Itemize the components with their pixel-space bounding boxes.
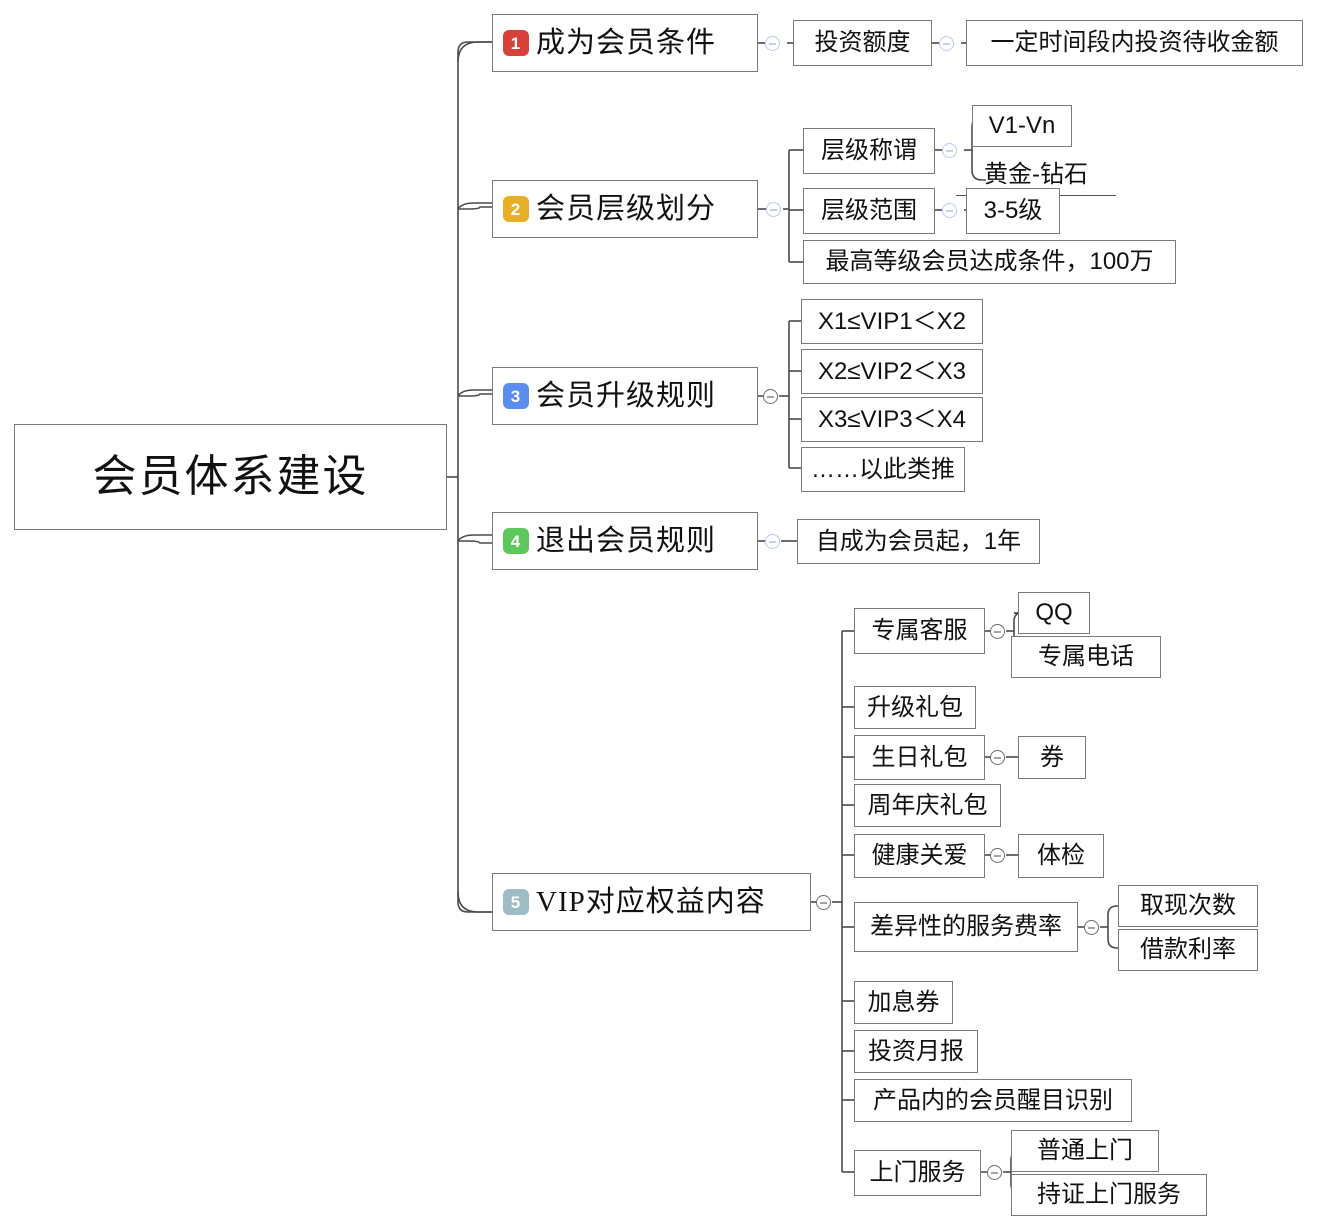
root-label: 会员体系建设	[92, 452, 369, 501]
node-label: 差异性的服务费率	[870, 913, 1062, 940]
node-pending-amount-in-period[interactable]: 一定时间段内投资待收金额	[966, 20, 1303, 66]
node-label: 投资额度	[814, 29, 911, 56]
branch-badge-3: 3	[503, 383, 529, 409]
node-label: 持证上门服务	[1037, 1181, 1181, 1208]
collapse-toggle-dedicated-support[interactable]	[990, 624, 1005, 639]
branch-node-4[interactable]: 4 退出会员规则	[492, 512, 758, 570]
node-label: 专属客服	[871, 617, 968, 644]
branch-label-2: 会员层级划分	[536, 192, 717, 225]
node-label: 层级称谓	[821, 137, 917, 164]
node-label: V1-Vn	[988, 112, 1056, 139]
node-anniversary-gift[interactable]: 周年庆礼包	[854, 784, 1001, 827]
node-label: 产品内的会员醒目识别	[873, 1086, 1113, 1114]
collapse-toggle-tier-naming[interactable]	[942, 143, 957, 158]
node-label: ……以此类推	[811, 455, 955, 483]
branch-label-3: 会员升级规则	[536, 379, 717, 412]
node-3-to-5-levels[interactable]: 3-5级	[966, 188, 1060, 234]
collapse-toggle-branch-2[interactable]	[766, 202, 781, 217]
branch-badge-2: 2	[503, 196, 529, 222]
node-birthday-gift[interactable]: 生日礼包	[854, 735, 985, 780]
branch-node-2[interactable]: 2 会员层级划分	[492, 180, 758, 238]
node-monthly-investment-report[interactable]: 投资月报	[854, 1030, 978, 1073]
collapse-toggle-investment-quota[interactable]	[939, 36, 954, 51]
node-and-so-on[interactable]: ……以此类推	[801, 447, 965, 492]
node-label: 投资月报	[868, 1037, 964, 1065]
node-label: 借款利率	[1140, 936, 1236, 963]
node-interest-boost-coupon[interactable]: 加息券	[854, 981, 953, 1024]
node-withdrawal-count[interactable]: 取现次数	[1118, 885, 1258, 927]
branch-badge-1: 1	[503, 30, 529, 56]
collapse-toggle-branch-5[interactable]	[816, 895, 831, 910]
collapse-toggle-birthday-gift[interactable]	[990, 750, 1005, 765]
branch-node-1[interactable]: 1 成为会员条件	[492, 14, 758, 72]
collapse-toggle-branch-3[interactable]	[763, 389, 778, 404]
node-regular-visit[interactable]: 普通上门	[1011, 1130, 1159, 1172]
node-label: X1≤VIP1＜X2	[818, 307, 966, 335]
branch-label-1: 成为会员条件	[536, 26, 717, 59]
node-top-tier-condition[interactable]: 最高等级会员达成条件，100万	[803, 240, 1176, 284]
collapse-toggle-branch-4[interactable]	[765, 534, 780, 549]
node-qq[interactable]: QQ	[1018, 592, 1090, 634]
branch-label-4: 退出会员规则	[536, 524, 717, 557]
node-label: 专属电话	[1038, 643, 1134, 670]
node-upgrade-gift[interactable]: 升级礼包	[854, 686, 976, 729]
node-in-product-member-identity[interactable]: 产品内的会员醒目识别	[854, 1079, 1132, 1122]
node-label: 健康关爱	[871, 842, 968, 869]
node-dedicated-phone[interactable]: 专属电话	[1011, 636, 1161, 678]
branch-node-5[interactable]: 5 VIP对应权益内容	[492, 873, 811, 931]
node-label: 普通上门	[1037, 1137, 1133, 1164]
node-vip2-rule[interactable]: X2≤VIP2＜X3	[801, 349, 983, 394]
collapse-toggle-branch-1[interactable]	[765, 36, 780, 51]
node-vip1-rule[interactable]: X1≤VIP1＜X2	[801, 299, 983, 344]
node-label: 券	[1040, 743, 1064, 771]
node-vip3-rule[interactable]: X3≤VIP3＜X4	[801, 397, 983, 442]
node-v1-vn[interactable]: V1-Vn	[972, 105, 1072, 147]
node-label: 黄金-钻石	[984, 160, 1088, 188]
node-one-year-from-join[interactable]: 自成为会员起，1年	[797, 519, 1040, 564]
node-label: 一定时间段内投资待收金额	[990, 29, 1279, 56]
node-differentiated-fee-rate[interactable]: 差异性的服务费率	[854, 902, 1078, 952]
node-tier-range[interactable]: 层级范围	[803, 188, 935, 234]
collapse-toggle-tier-range[interactable]	[942, 203, 957, 218]
node-label: 最高等级会员达成条件，100万	[825, 248, 1154, 275]
node-label: 自成为会员起，1年	[815, 527, 1022, 555]
node-certified-visit[interactable]: 持证上门服务	[1011, 1174, 1207, 1216]
node-label: 升级礼包	[867, 693, 963, 721]
root-node[interactable]: 会员体系建设	[14, 424, 447, 530]
node-label: X3≤VIP3＜X4	[818, 405, 966, 433]
node-label: 生日礼包	[871, 743, 968, 771]
node-label: 周年庆礼包	[867, 791, 988, 819]
node-label: 取现次数	[1140, 892, 1236, 919]
branch-badge-4: 4	[503, 528, 529, 554]
node-door-to-door-service[interactable]: 上门服务	[854, 1150, 981, 1196]
node-coupon[interactable]: 券	[1018, 736, 1086, 779]
node-tier-naming[interactable]: 层级称谓	[803, 128, 935, 174]
node-loan-interest-rate[interactable]: 借款利率	[1118, 929, 1258, 971]
branch-badge-5: 5	[503, 889, 529, 915]
node-label: 体检	[1037, 842, 1085, 869]
node-health-care[interactable]: 健康关爱	[854, 834, 985, 878]
branch-label-5: VIP对应权益内容	[536, 885, 766, 918]
node-label: QQ	[1035, 599, 1073, 626]
collapse-toggle-door-service[interactable]	[987, 1165, 1002, 1180]
node-dedicated-support[interactable]: 专属客服	[854, 608, 985, 654]
node-label: 层级范围	[821, 197, 917, 224]
collapse-toggle-fee-rate[interactable]	[1084, 920, 1099, 935]
node-label: 加息券	[867, 988, 940, 1016]
branch-node-3[interactable]: 3 会员升级规则	[492, 367, 758, 425]
node-investment-quota[interactable]: 投资额度	[793, 20, 932, 66]
node-label: 3-5级	[983, 197, 1043, 224]
node-medical-checkup[interactable]: 体检	[1018, 834, 1104, 878]
collapse-toggle-health-care[interactable]	[990, 848, 1005, 863]
node-label: X2≤VIP2＜X3	[818, 357, 966, 385]
node-label: 上门服务	[869, 1159, 966, 1186]
